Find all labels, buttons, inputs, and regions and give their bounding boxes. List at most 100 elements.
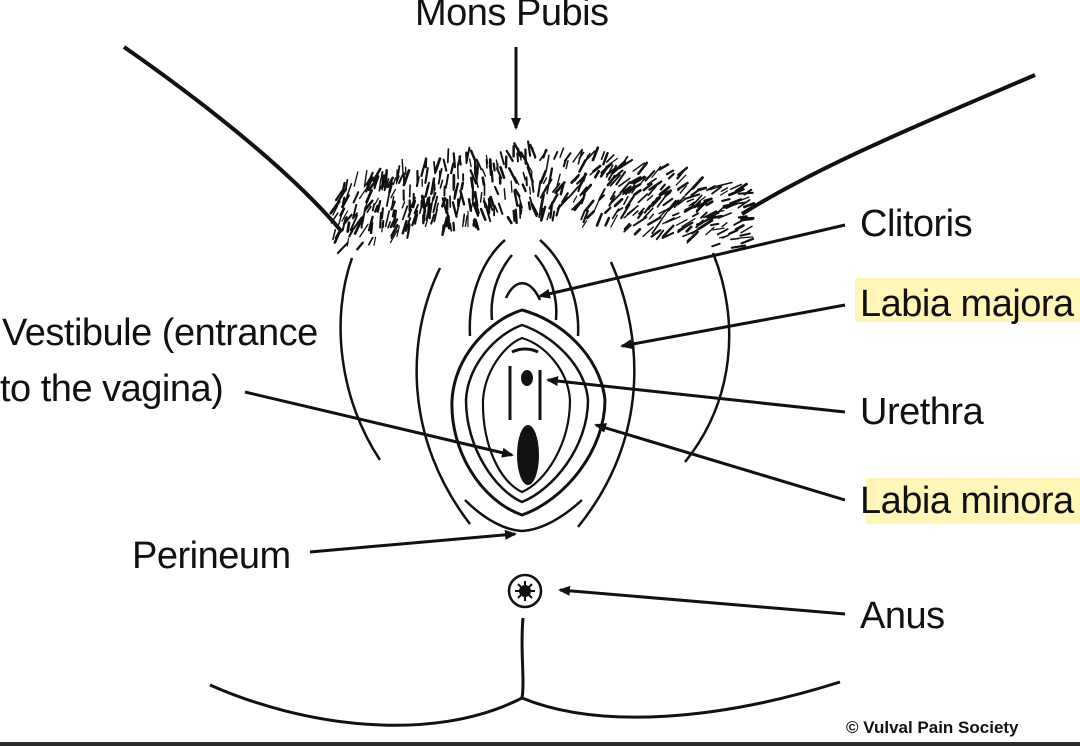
right-thigh-outline [740, 73, 1036, 216]
label-vestibule-line2: to the vagina) [0, 368, 224, 410]
clitoral-hood-outer-right [539, 239, 580, 337]
hair-stroke [729, 183, 743, 190]
hair-stroke [506, 215, 513, 225]
hair-stroke [376, 199, 382, 213]
labia-minora-highlight [866, 478, 1080, 524]
hair-stroke [740, 237, 755, 245]
labia-minora-outer [450, 308, 607, 517]
hair-stroke [430, 213, 436, 225]
hair-stroke [648, 213, 655, 220]
lower-fold [464, 499, 583, 533]
hair-stroke [482, 200, 489, 210]
hair-stroke [392, 218, 399, 228]
hair-stroke [401, 201, 406, 209]
right-buttock [521, 680, 841, 719]
hair-stroke [494, 205, 499, 213]
hair-stroke [452, 221, 456, 232]
hair-stroke [374, 204, 379, 213]
hair-stroke [439, 179, 444, 189]
hair-stroke [529, 143, 537, 159]
hair-stroke [655, 229, 665, 241]
hair-stroke [551, 210, 556, 222]
hair-stroke [581, 220, 588, 228]
hair-stroke [611, 164, 623, 175]
clitoral-hood-outer [468, 239, 506, 337]
hair-stroke [591, 146, 600, 162]
left-labia-majora-curve [415, 267, 471, 525]
hair-stroke [358, 214, 365, 224]
hair-stroke [499, 151, 505, 166]
hair-stroke [434, 157, 442, 174]
hair-stroke [391, 209, 396, 218]
hair-stroke [398, 174, 404, 184]
hair-stroke [657, 163, 670, 171]
hair-stroke [386, 176, 395, 189]
hair-stroke [411, 209, 419, 227]
hair-stroke [629, 176, 642, 185]
hair-stroke [332, 205, 339, 216]
hair-stroke [407, 223, 411, 235]
hair-stroke [334, 189, 344, 202]
hair-stroke [604, 206, 612, 215]
hair-stroke [369, 221, 374, 235]
hair-stroke [695, 217, 712, 226]
hair-stroke [651, 220, 662, 235]
hair-stroke [638, 176, 647, 187]
hair-stroke [388, 181, 394, 191]
hair-stroke [390, 200, 396, 211]
hair-stroke [452, 152, 457, 169]
hair-stroke [583, 150, 596, 164]
hair-stroke [695, 203, 706, 213]
hair-stroke [716, 228, 729, 236]
hair-stroke [336, 241, 349, 255]
hair-stroke [348, 229, 354, 237]
hair-stroke [728, 229, 739, 235]
hair-stroke [615, 170, 627, 186]
hair-stroke [703, 197, 713, 203]
hair-stroke [424, 184, 430, 198]
hair-stroke [605, 157, 619, 168]
hair-stroke [709, 184, 723, 191]
hair-stroke [474, 218, 480, 231]
vaginal-opening [517, 425, 539, 485]
hair-stroke [672, 212, 680, 217]
hair-stroke [677, 221, 694, 232]
hair-stroke [572, 195, 578, 203]
hair-stroke [341, 217, 347, 231]
hair-stroke [598, 188, 606, 200]
hair-stroke [633, 227, 642, 236]
hair-stroke [380, 207, 384, 220]
hair-stroke [468, 158, 472, 168]
hair-stroke [413, 203, 419, 215]
hair-stroke [513, 189, 519, 207]
hair-stroke [632, 210, 639, 216]
hair-stroke [527, 201, 532, 211]
hair-stroke [715, 181, 733, 187]
hair-stroke [682, 230, 697, 238]
hair-stroke [352, 216, 363, 231]
hair-stroke [515, 146, 521, 157]
hair-stroke [627, 184, 636, 194]
hair-stroke [363, 169, 368, 187]
urethra-arrow [546, 376, 846, 414]
hair-stroke [390, 188, 397, 199]
hair-stroke [734, 224, 745, 231]
hair-stroke [479, 207, 487, 221]
hair-stroke [517, 147, 522, 161]
left-outer-curve [339, 257, 382, 461]
hair-stroke [632, 162, 646, 172]
hair-stroke [444, 173, 450, 189]
hair-stroke [719, 235, 729, 239]
hair-stroke [667, 199, 677, 211]
labia-minora-arrow [594, 423, 846, 502]
labia-majora-highlight [855, 278, 1080, 322]
hair-stroke [684, 183, 697, 196]
hair-stroke [387, 221, 392, 229]
hair-stroke [356, 241, 364, 251]
pubic-hair [329, 140, 756, 255]
hair-stroke [620, 203, 631, 220]
hair-stroke [665, 169, 675, 176]
hair-stroke [352, 203, 358, 219]
hair-stroke [728, 187, 745, 197]
hair-stroke [542, 177, 548, 185]
